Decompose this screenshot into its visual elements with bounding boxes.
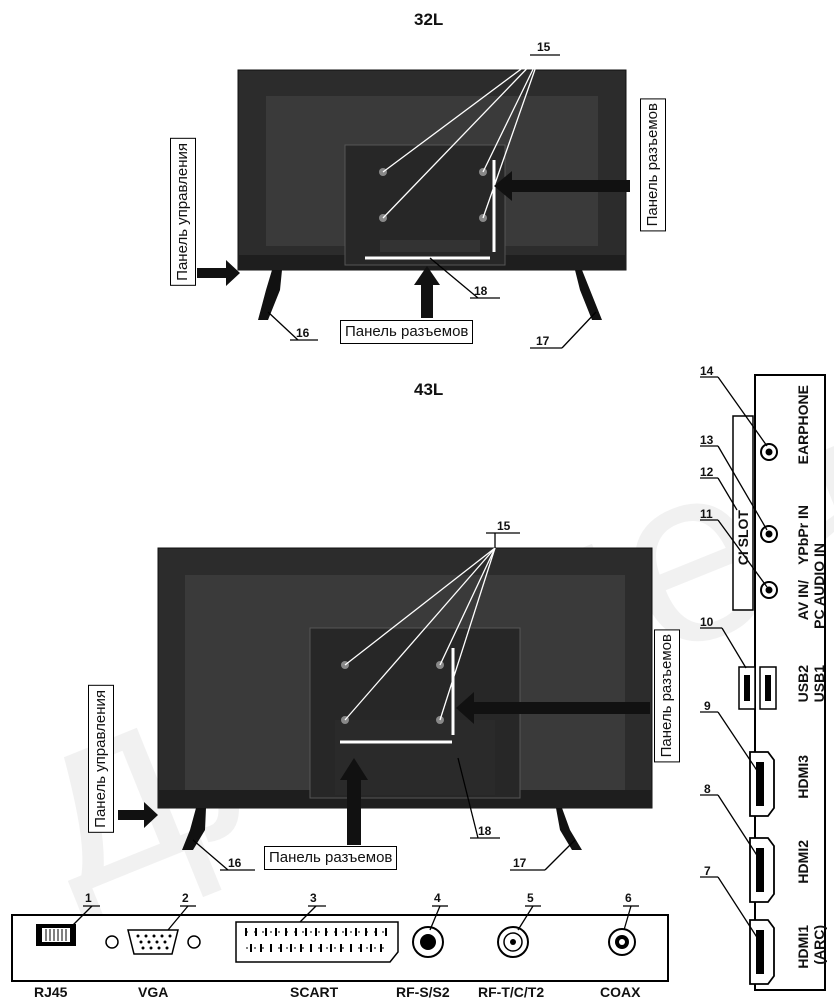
control-panel-label-32l: Панель управления xyxy=(170,138,196,286)
rf-s-label: RF-S/S2 xyxy=(396,984,450,1000)
hdmi2-label: HDMI2 xyxy=(795,840,811,884)
usb2-label: USB2 xyxy=(795,665,811,703)
arrow-left-32l xyxy=(494,171,630,201)
callout-4: 4 xyxy=(434,891,441,905)
connector-panel-label-43l-bottom: Панель разъемов xyxy=(264,846,398,870)
title-43l: 43L xyxy=(414,380,444,399)
vga-label: VGA xyxy=(138,984,169,1000)
ci-slot-label: CI SLOT xyxy=(735,510,751,566)
tv-32l-stand-right xyxy=(575,270,602,320)
control-panel-label-43l: Панель управления xyxy=(88,685,114,833)
tv-32l-stand-left xyxy=(258,270,282,320)
callout-6: 6 xyxy=(625,891,632,905)
callout-14: 14 xyxy=(700,364,714,378)
callout-8: 8 xyxy=(704,782,711,796)
hdmi3-label: HDMI3 xyxy=(795,755,811,799)
tv-43l-stand-left xyxy=(182,808,206,850)
hdmi1-label-1: HDMI1 xyxy=(795,925,811,969)
callout-13: 13 xyxy=(700,433,714,447)
earphone-label: EARPHONE xyxy=(795,385,811,465)
callout-5: 5 xyxy=(527,891,534,905)
tv-43l xyxy=(118,532,653,871)
callout-1: 1 xyxy=(85,891,92,905)
callout-16-32l: 16 xyxy=(296,326,310,340)
callout-17-43l: 17 xyxy=(513,856,527,870)
scart-port xyxy=(235,921,399,963)
callout-2: 2 xyxy=(182,891,189,905)
callout-17-32l: 17 xyxy=(536,334,550,348)
arrow-left-43l xyxy=(456,692,650,724)
callout-16-43l: 16 xyxy=(228,856,242,870)
bottom-connector-panel xyxy=(11,905,669,982)
hdmi1-label-2: (ARC) xyxy=(811,925,827,965)
scart-label: SCART xyxy=(290,984,339,1000)
arrow-right-43l xyxy=(118,802,158,828)
rf-t-label: RF-T/C/T2 xyxy=(478,984,545,1000)
callout-9: 9 xyxy=(704,699,711,713)
side-connector-panel xyxy=(700,374,826,991)
callout-12: 12 xyxy=(700,465,714,479)
rj45-label: RJ45 xyxy=(34,984,68,1000)
callout-15-32l: 15 xyxy=(537,40,551,54)
callout-11: 11 xyxy=(700,507,713,521)
av-in-label-1: AV IN/ xyxy=(795,580,811,621)
ypbpr-label: YPbPr IN xyxy=(795,505,811,565)
callout-3: 3 xyxy=(310,891,317,905)
coax-label: COAX xyxy=(600,984,641,1000)
title-32l: 32L xyxy=(414,10,444,29)
callout-18-43l: 18 xyxy=(478,824,492,838)
callout-10: 10 xyxy=(700,615,714,629)
tv-43l-lower-block xyxy=(335,720,495,795)
tv-43l-stand-right xyxy=(556,808,582,850)
tv-32l xyxy=(197,54,630,349)
av-in-label-2: PC AUDIO IN xyxy=(811,543,827,629)
connector-panel-label-32l-bottom: Панель разъемов xyxy=(340,320,474,344)
connector-panel-label-43l-right: Панель разъемов xyxy=(654,629,680,763)
callout-18-32l: 18 xyxy=(474,284,488,298)
vga-port xyxy=(105,929,201,955)
callout-7: 7 xyxy=(704,864,711,878)
connector-panel-label-32l-right: Панель разъемов xyxy=(640,98,666,232)
usb1-label: USB1 xyxy=(811,665,827,703)
callout-15-43l: 15 xyxy=(497,519,511,533)
arrow-up-32l xyxy=(414,266,440,318)
arrow-right-32l xyxy=(197,260,240,286)
arrow-up-43l xyxy=(340,758,368,845)
